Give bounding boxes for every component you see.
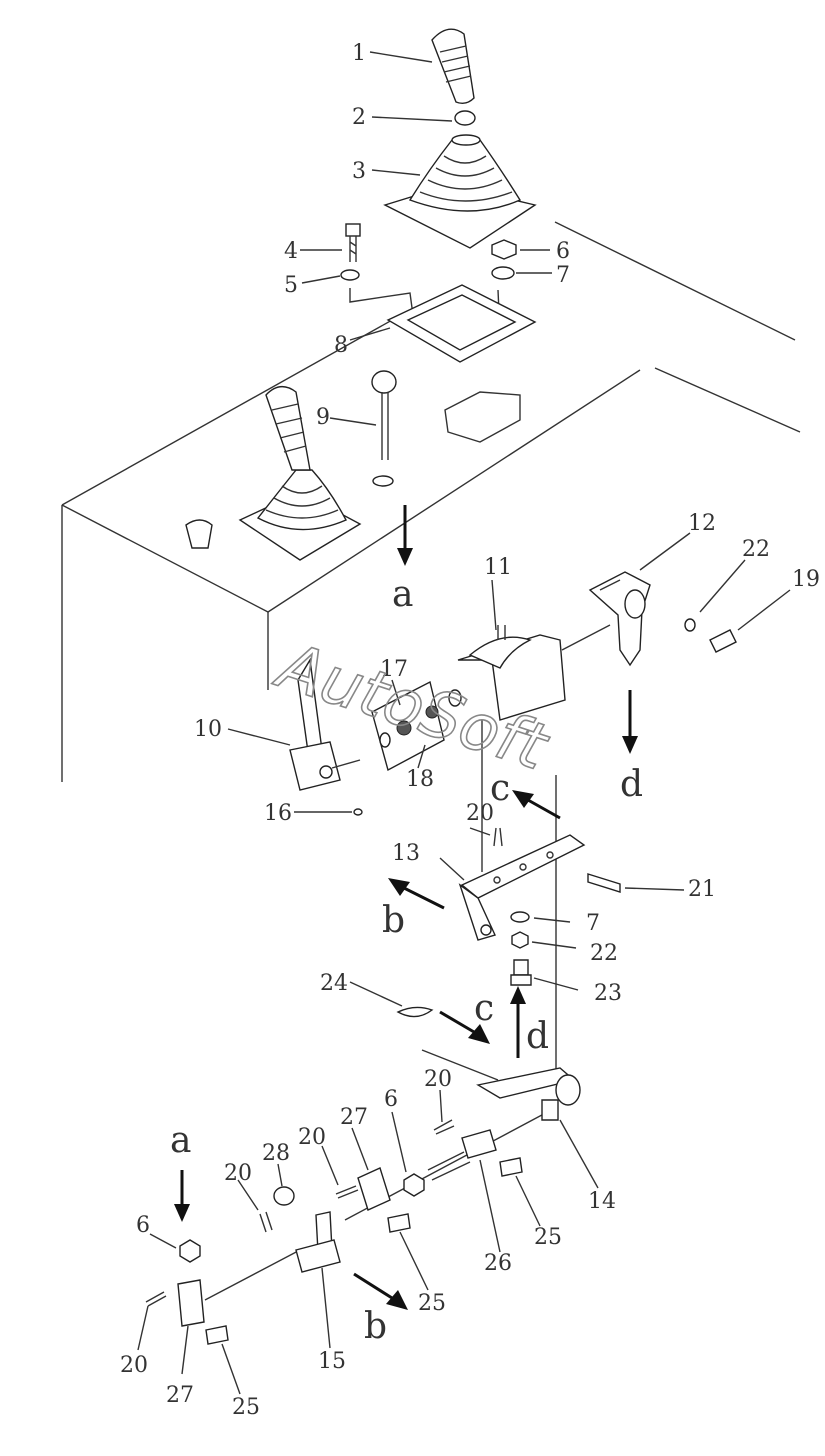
part-20-pin-c [335, 1185, 359, 1199]
part-25-bolt-b [387, 1213, 411, 1233]
arrow-label-a-top: a [392, 574, 413, 615]
part-6-nut-c [179, 1239, 201, 1263]
part-25-bolt-c [205, 1325, 229, 1345]
callout-20-d: 20 [224, 1161, 252, 1186]
part-23-stud [510, 959, 532, 986]
part-11-bracket [457, 625, 566, 721]
callout-20-e: 20 [120, 1353, 148, 1378]
part-13-rail [458, 834, 586, 941]
callout-1: 1 [352, 41, 366, 66]
callout-18: 18 [406, 767, 434, 792]
callout-13: 13 [392, 841, 420, 866]
part-1-knob [431, 28, 476, 126]
part-20-pin-e [145, 1291, 167, 1307]
arrow-label-c-top: c [490, 768, 510, 809]
callout-17: 17 [380, 657, 408, 682]
callout-3: 3 [352, 159, 366, 184]
callout-11: 11 [484, 555, 512, 580]
leader-lines [137, 51, 791, 1395]
callout-numbers: 1 2 3 4 5 6 7 8 9 10 11 12 13 14 15 16 1… [120, 41, 820, 1420]
part-22-nut [511, 931, 529, 949]
callout-27-a: 27 [340, 1105, 368, 1130]
direction-arrows [174, 505, 638, 1310]
callout-23: 23 [594, 981, 622, 1006]
part-16-pin [353, 808, 363, 816]
part-26-rod [427, 1129, 497, 1181]
callout-25-a: 25 [534, 1225, 562, 1250]
part-3-boot [383, 134, 537, 249]
part-5-washer [340, 269, 360, 281]
callout-24: 24 [320, 971, 348, 996]
callout-20-a: 20 [466, 801, 494, 826]
callout-20-c: 20 [298, 1125, 326, 1150]
callout-6-bottom: 6 [136, 1213, 150, 1238]
part-10-lever [289, 657, 361, 791]
part-19-bolt [709, 629, 737, 653]
part-24-spring [396, 1006, 434, 1018]
part-25-bolt-a [499, 1157, 523, 1177]
callout-7-mid: 7 [586, 911, 600, 936]
callout-8: 8 [334, 333, 348, 358]
callout-10: 10 [194, 717, 222, 742]
callout-20-b: 20 [424, 1067, 452, 1092]
callout-6-top: 6 [556, 239, 570, 264]
callout-19: 19 [792, 567, 820, 592]
panel-cutout [444, 391, 521, 443]
part-9-pin [371, 370, 397, 487]
housing-outline [61, 221, 801, 1301]
callout-5: 5 [284, 273, 298, 298]
arrow-label-b-top: b [382, 900, 405, 941]
callout-12: 12 [688, 511, 716, 536]
callout-9: 9 [316, 405, 330, 430]
part-7-washer [491, 266, 515, 280]
callout-6-mid: 6 [384, 1087, 398, 1112]
callout-15: 15 [318, 1349, 346, 1374]
callout-2: 2 [352, 105, 366, 130]
callout-21: 21 [688, 877, 716, 902]
arrow-label-d-bottom: d [526, 1016, 549, 1057]
part-12-fork [588, 571, 651, 667]
part-28-washer [273, 1186, 295, 1206]
part-22-washer [684, 618, 696, 632]
part-17-18-plate [371, 680, 462, 772]
part-20-pin-a [493, 827, 503, 847]
callout-28: 28 [262, 1141, 290, 1166]
part-15-lever [295, 1211, 341, 1273]
callout-25-b: 25 [418, 1291, 446, 1316]
part-4-bolt [345, 223, 361, 262]
callout-14: 14 [588, 1189, 616, 1214]
part-14-arm [476, 1067, 581, 1121]
part-6-nut [491, 239, 517, 260]
callout-27-b: 27 [166, 1383, 194, 1408]
part-27-clevis [357, 1167, 391, 1211]
callout-7-top: 7 [556, 263, 570, 288]
arrow-letters: a a b b c c d d [170, 574, 643, 1347]
arrow-label-a-bottom: a [170, 1120, 191, 1161]
callout-16: 16 [264, 801, 292, 826]
callout-22-top: 22 [742, 537, 770, 562]
part-20-pin-d [259, 1211, 273, 1233]
arrow-label-b-bottom: b [364, 1306, 387, 1347]
part-27-clevis-b [177, 1279, 205, 1327]
part-20-pin-b [433, 1119, 455, 1135]
callout-4: 4 [284, 239, 298, 264]
callout-25-c: 25 [232, 1395, 260, 1420]
arrow-label-d-top: d [620, 764, 643, 805]
assembled-lever [185, 386, 362, 561]
callout-22-mid: 22 [590, 941, 618, 966]
part-7-washer-b [510, 911, 530, 923]
part-6-nut-b [403, 1173, 425, 1197]
arrow-label-c-bottom: c [474, 988, 494, 1029]
part-21-pin [587, 873, 621, 893]
part-8-plate [386, 284, 537, 363]
callout-26: 26 [484, 1251, 512, 1276]
